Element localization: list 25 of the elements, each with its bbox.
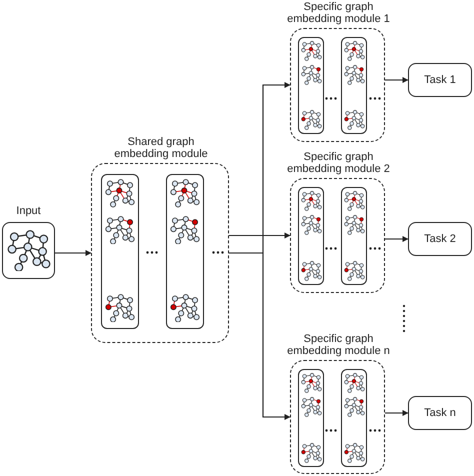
- task-box: [408, 396, 472, 430]
- graph-column: [341, 37, 367, 134]
- arrow: [55, 250, 92, 256]
- module-title: Specific graph embedding module n: [286, 333, 391, 357]
- task-label: Task 1: [424, 72, 456, 88]
- task-box: [408, 222, 472, 256]
- arrow: [385, 410, 408, 416]
- task-label: Task 2: [424, 232, 456, 247]
- module-title: Specific graph embedding module 2: [286, 151, 391, 175]
- graph-column: [101, 174, 139, 329]
- graph-column: [298, 37, 324, 134]
- node-title: Input: [16, 205, 41, 218]
- graph-column: [341, 369, 367, 467]
- arrow: [385, 77, 408, 83]
- arrow: [385, 236, 408, 242]
- task-box: [408, 63, 472, 97]
- module-title: Shared graph embedding module: [113, 136, 209, 160]
- task-label: Task n: [424, 406, 456, 421]
- arrow: [229, 252, 290, 420]
- graph-column: [298, 187, 324, 285]
- graph-column: [298, 369, 324, 467]
- graph-column: [166, 174, 204, 329]
- module-title: Specific graph embedding module 1: [286, 1, 391, 25]
- graph-column: [341, 187, 367, 285]
- arrow: [229, 232, 290, 238]
